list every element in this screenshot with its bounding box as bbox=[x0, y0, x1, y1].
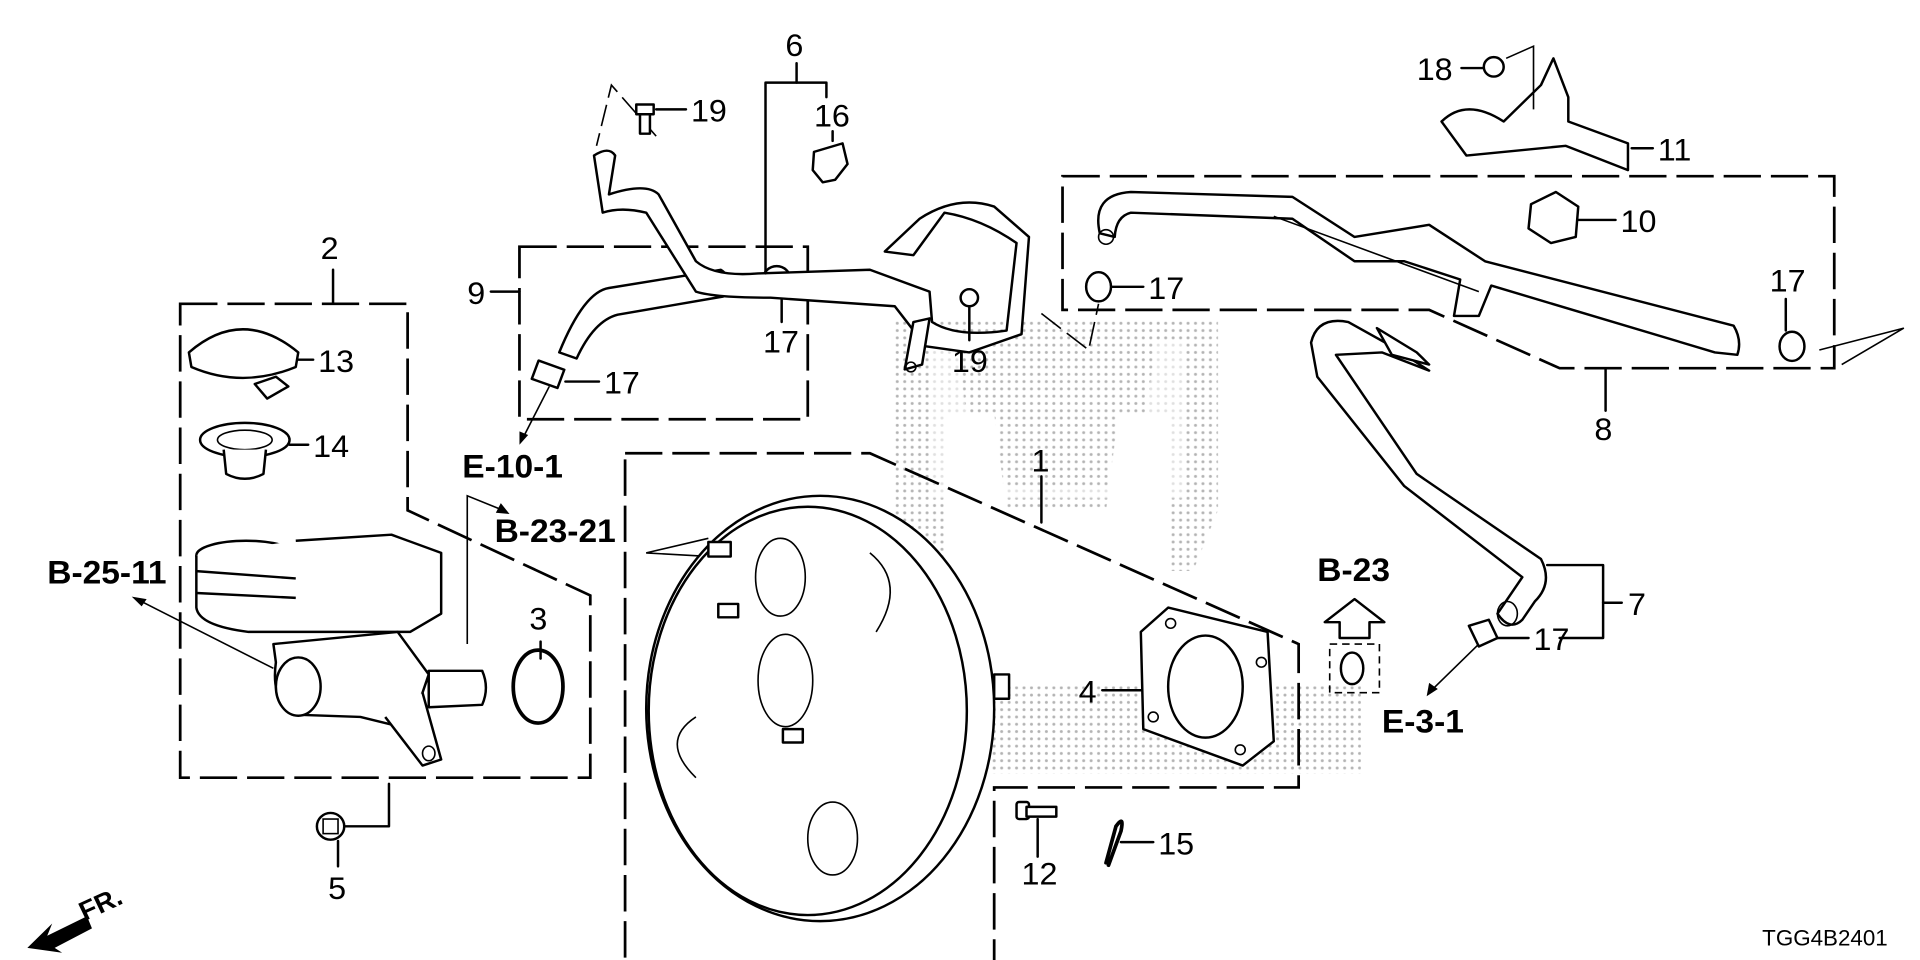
callout-2: 2 bbox=[321, 230, 339, 266]
reference-b-23-21[interactable]: B-23-21 bbox=[466, 494, 711, 645]
vacuum-pipe-6[interactable] bbox=[592, 149, 1031, 354]
bolt-19[interactable]: 19 bbox=[635, 93, 727, 135]
hose-clamp-17[interactable]: 17 bbox=[1084, 270, 1184, 306]
hose-7[interactable] bbox=[1309, 319, 1548, 626]
callout-17: 17 bbox=[604, 365, 640, 401]
reference-e-10-1[interactable]: E-10-1 bbox=[462, 386, 563, 485]
hose-clamp-17[interactable]: 17 bbox=[1467, 618, 1570, 657]
bolt-18[interactable]: 18 bbox=[1417, 44, 1535, 110]
ref-label-b-23: B-23 bbox=[1317, 552, 1390, 589]
hose-clamp-17[interactable]: 17 bbox=[530, 359, 640, 401]
callout-17: 17 bbox=[763, 324, 799, 360]
callout-14: 14 bbox=[313, 428, 349, 464]
callout-13: 13 bbox=[318, 343, 354, 379]
reservoir-cap-13[interactable]: 13 bbox=[187, 328, 354, 400]
vacuum-pipe-6-group: 6 19 16 19 bbox=[592, 27, 1031, 379]
callout-3: 3 bbox=[529, 601, 547, 637]
hose-8-group: 8 10 17 17 bbox=[1040, 174, 1905, 447]
callout-17: 17 bbox=[1770, 263, 1806, 299]
callout-9: 9 bbox=[467, 275, 485, 311]
callout-18: 18 bbox=[1417, 52, 1453, 88]
callout-17: 17 bbox=[1148, 270, 1184, 306]
callout-15: 15 bbox=[1158, 826, 1194, 862]
pipe-clip-16[interactable]: 16 bbox=[811, 98, 850, 184]
callout-1: 1 bbox=[1031, 443, 1049, 479]
pipe-bracket-11[interactable]: 11 bbox=[1440, 57, 1692, 172]
brake-master-cylinder[interactable] bbox=[195, 533, 488, 767]
callout-19: 19 bbox=[952, 343, 988, 379]
front-direction-indicator: FR. bbox=[27, 881, 127, 953]
callout-8: 8 bbox=[1594, 411, 1612, 447]
ref-label-e-3-1: E-3-1 bbox=[1382, 704, 1464, 741]
callout-6: 6 bbox=[785, 27, 803, 63]
callout-12: 12 bbox=[1022, 856, 1058, 892]
lock-pin-15[interactable]: 15 bbox=[1104, 819, 1194, 868]
reference-b-25-11[interactable]: B-25-11 bbox=[47, 555, 274, 670]
brake-booster-1[interactable] bbox=[644, 494, 1011, 923]
hose-7-group: 7 17 bbox=[1309, 319, 1646, 657]
o-ring-3[interactable]: 3 bbox=[511, 601, 565, 725]
hose-clamp-17[interactable]: 17 bbox=[1770, 263, 1806, 363]
callout-19: 19 bbox=[691, 93, 727, 129]
callout-16: 16 bbox=[814, 98, 850, 134]
clevis-pin-12[interactable]: 12 bbox=[1015, 800, 1058, 892]
hose-clip-10[interactable]: 10 bbox=[1527, 190, 1657, 245]
callout-4: 4 bbox=[1079, 674, 1097, 710]
drawing-code: TGG4B2401 bbox=[1762, 926, 1888, 951]
callout-5: 5 bbox=[328, 871, 346, 907]
up-arrow-icon bbox=[1323, 597, 1386, 640]
ref-label-b-25-11: B-25-11 bbox=[47, 555, 166, 592]
front-arrow-icon bbox=[27, 916, 92, 953]
callout-7: 7 bbox=[1628, 586, 1646, 622]
hose-8[interactable] bbox=[1097, 190, 1741, 357]
nut-5[interactable]: 5 bbox=[315, 782, 391, 907]
ref-label-b-23-21: B-23-21 bbox=[495, 513, 616, 550]
grommet-icon bbox=[1339, 651, 1365, 686]
bolt-19[interactable]: 19 bbox=[952, 288, 988, 379]
callout-17: 17 bbox=[1534, 621, 1570, 657]
booster-gasket-4[interactable]: 4 bbox=[1079, 606, 1276, 767]
master-cylinder-group: 2 13 14 bbox=[178, 230, 592, 780]
reservoir-strainer-14[interactable]: 14 bbox=[198, 421, 349, 480]
brake-booster-group: 1 4 bbox=[623, 443, 1301, 960]
callout-11: 11 bbox=[1658, 132, 1692, 168]
reference-b-23[interactable]: B-23 bbox=[1317, 552, 1390, 694]
reference-e-3-1[interactable]: E-3-1 bbox=[1382, 643, 1480, 741]
callout-10: 10 bbox=[1621, 203, 1657, 239]
ref-label-e-10-1: E-10-1 bbox=[462, 449, 563, 486]
